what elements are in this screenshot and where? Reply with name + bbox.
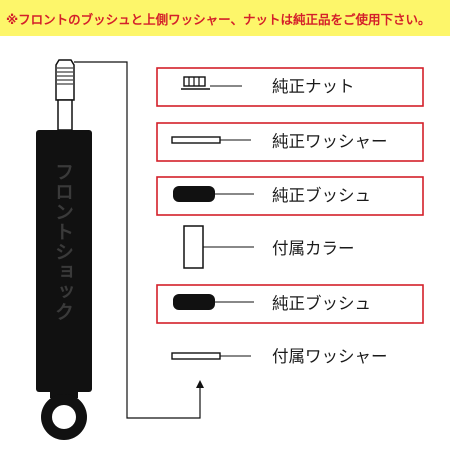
part-label-genuine-nut: 純正ナット bbox=[272, 77, 355, 96]
notice-banner: ※フロントのブッシュと上側ワッシャー、ナットは純正品をご使用下さい。 bbox=[0, 0, 450, 36]
part-label-genuine-bush-upper: 純正ブッシュ bbox=[272, 186, 371, 205]
front-shock-absorber bbox=[36, 59, 92, 440]
bush-icon-lower bbox=[173, 294, 254, 310]
highlight-box-genuine-bush-lower bbox=[156, 284, 424, 324]
washer-icon-included bbox=[171, 352, 251, 360]
washer-icon bbox=[171, 136, 251, 144]
part-label-included-collar: 付属カラー bbox=[272, 239, 355, 258]
assembly-guide-line bbox=[74, 61, 201, 419]
nut-icon bbox=[181, 76, 242, 90]
collar-icon bbox=[183, 225, 254, 269]
highlight-box-genuine-nut bbox=[156, 67, 424, 107]
up-arrow-icon bbox=[196, 380, 204, 388]
shock-absorber-label: フロントショック bbox=[52, 162, 74, 322]
part-label-genuine-washer: 純正ワッシャー bbox=[272, 132, 388, 151]
highlight-box-genuine-washer bbox=[156, 122, 424, 162]
part-label-genuine-bush-lower: 純正ブッシュ bbox=[272, 294, 371, 313]
part-label-included-washer: 付属ワッシャー bbox=[272, 347, 388, 366]
highlight-box-genuine-bush-upper bbox=[156, 176, 424, 216]
bush-icon-upper bbox=[173, 186, 254, 202]
